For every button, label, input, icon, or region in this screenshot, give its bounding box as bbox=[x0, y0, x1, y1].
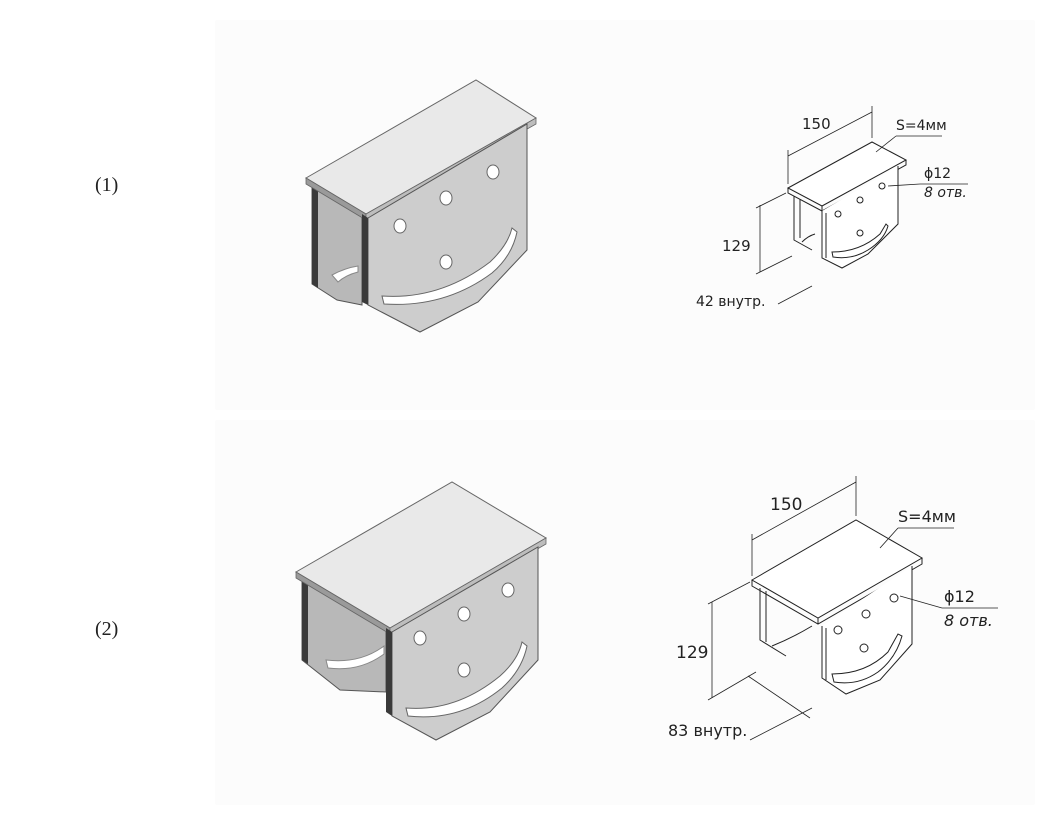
variant-1-label: (1) bbox=[95, 174, 119, 196]
bracket-drawing-1 bbox=[755, 106, 968, 305]
dim-inner-1: 42 внутр. bbox=[696, 294, 765, 310]
hole-1a bbox=[393, 218, 407, 234]
thickness-label-1: S=4мм bbox=[896, 118, 947, 134]
leader-thickness-1 bbox=[875, 135, 897, 153]
dim-length-2: 150 bbox=[770, 495, 802, 515]
front-plate-edge-2 bbox=[386, 628, 392, 716]
dim-length-line-2 bbox=[751, 481, 857, 541]
dwg-hole-2b bbox=[861, 609, 871, 619]
dwg-hole-2a bbox=[833, 625, 843, 635]
front-slot-2 bbox=[405, 641, 528, 718]
hole-1c bbox=[486, 164, 500, 180]
front-plate-edge-1 bbox=[362, 214, 368, 305]
dim-inner-line-1 bbox=[777, 285, 813, 305]
dim-ext-2d bbox=[707, 671, 757, 701]
dim-inner-2: 83 внутр. bbox=[668, 721, 747, 740]
dwg-front-slot-2 bbox=[831, 633, 903, 684]
dwg-hole-1c bbox=[878, 182, 886, 190]
back-slot-1 bbox=[331, 265, 359, 283]
dwg-back-slot-1 bbox=[801, 233, 816, 243]
hole-count-1: 8 отв. bbox=[924, 185, 967, 201]
dwg-hole-1a bbox=[834, 210, 842, 218]
dwg-back-plate-2 bbox=[759, 588, 787, 657]
dwg-back-slot-2 bbox=[771, 625, 813, 647]
hole-2c bbox=[501, 582, 515, 598]
hole-2d bbox=[457, 662, 471, 678]
dim-length-1: 150 bbox=[802, 115, 831, 133]
dwg-front-slot-1 bbox=[831, 223, 889, 259]
bracket-render-1 bbox=[305, 79, 537, 333]
leader-holes-1 bbox=[887, 183, 921, 187]
dim-height-2: 129 bbox=[676, 643, 708, 663]
back-plate-edge-2 bbox=[302, 576, 308, 664]
back-slot-2 bbox=[325, 645, 385, 670]
bracket-render-2 bbox=[295, 481, 547, 741]
hole-1b bbox=[439, 190, 453, 206]
variant-2-label: (2) bbox=[95, 618, 119, 640]
dwg-front-plate-1 bbox=[821, 166, 899, 269]
dim-ext-1c bbox=[755, 192, 787, 209]
dwg-hole-2c bbox=[889, 593, 899, 603]
dim-height-1: 129 bbox=[722, 237, 751, 255]
dim-inner-ext-2 bbox=[747, 675, 811, 719]
dwg-hole-2d bbox=[859, 643, 869, 653]
bracket-drawing-2 bbox=[707, 476, 998, 741]
leader-holes-2 bbox=[899, 595, 943, 609]
dwg-hole-1b bbox=[856, 196, 864, 204]
thickness-label-2: S=4мм bbox=[898, 507, 956, 526]
hole-1d bbox=[439, 254, 453, 270]
back-plate-edge-1 bbox=[312, 186, 318, 288]
hole-diameter-1: ϕ12 bbox=[924, 166, 951, 182]
hole-2b bbox=[457, 606, 471, 622]
dim-inner-line-2 bbox=[749, 707, 813, 741]
dim-length-line-1 bbox=[787, 111, 873, 157]
leader-thickness-2 bbox=[879, 527, 899, 549]
dim-ext-1d bbox=[755, 255, 793, 275]
dwg-hole-1d bbox=[856, 229, 864, 237]
front-slot-1 bbox=[381, 227, 518, 305]
dim-ext-2c bbox=[707, 581, 751, 605]
dwg-back-plate-1 bbox=[793, 196, 813, 251]
hole-2a bbox=[413, 630, 427, 646]
hole-count-2: 8 отв. bbox=[944, 611, 993, 630]
hole-diameter-2: ϕ12 bbox=[944, 587, 975, 606]
